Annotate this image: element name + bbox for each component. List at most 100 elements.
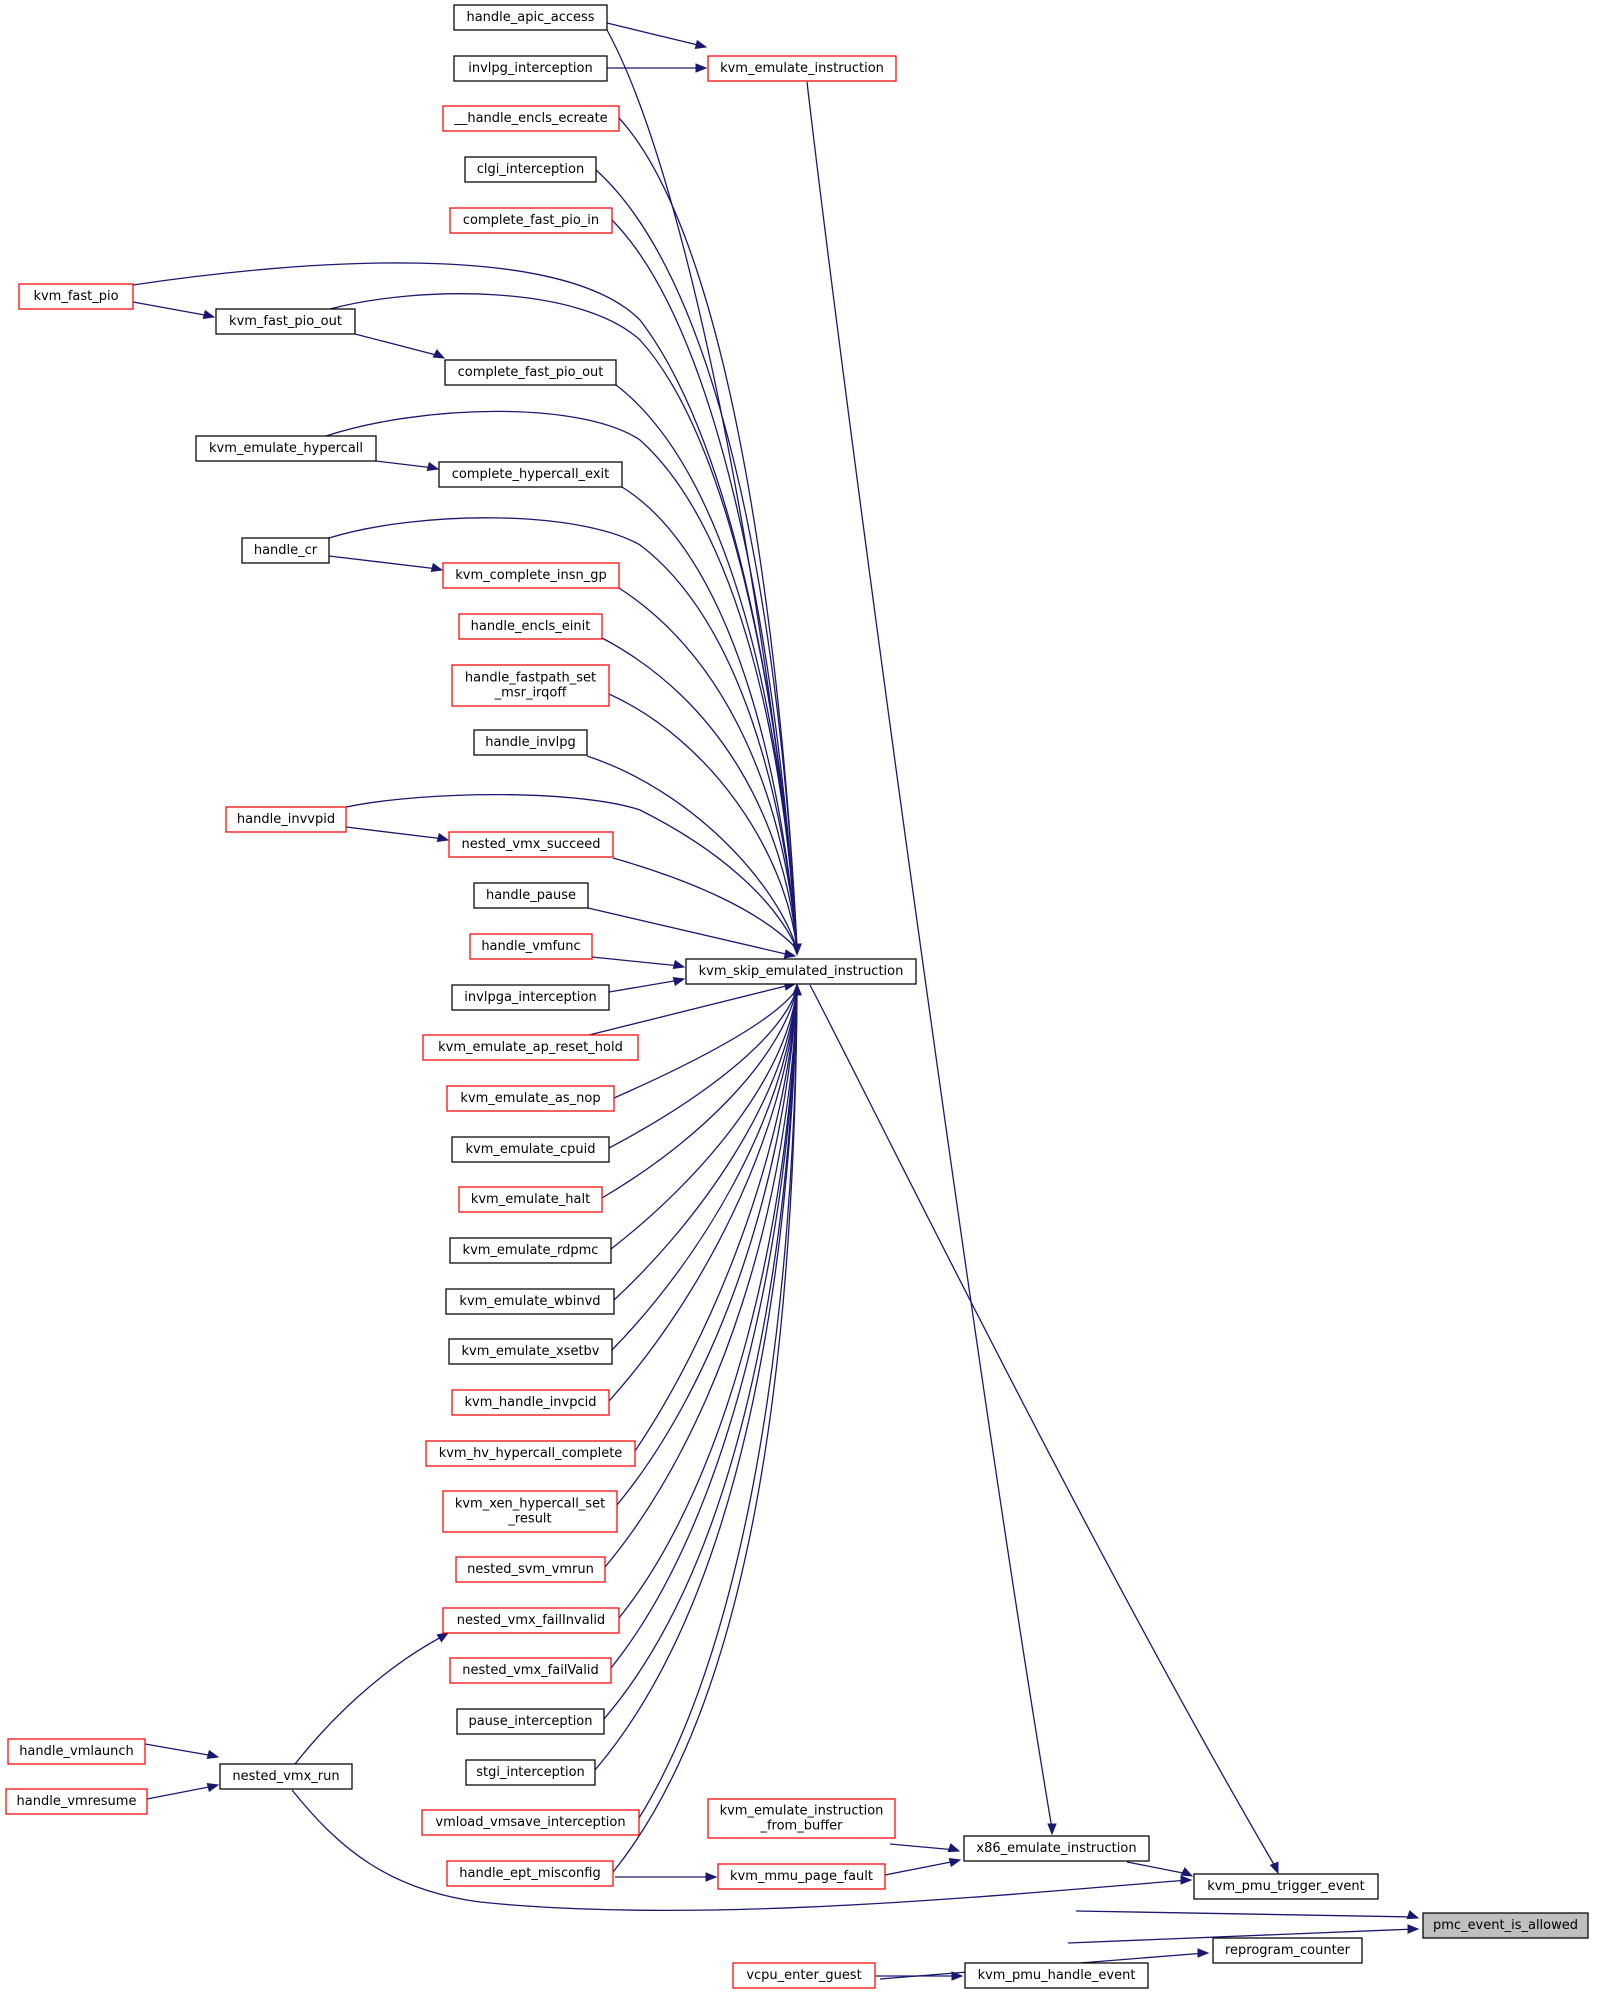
function-node-box [1212, 1937, 1363, 1964]
function-node-x86-emulate-instruction[interactable]: x86_emulate_instruction [963, 1835, 1150, 1862]
arrowhead-icon [1180, 1867, 1194, 1877]
call-edge-line [329, 293, 798, 950]
arrowhead-icon [1047, 1823, 1057, 1836]
function-node-label: nested_vmx_failInvalid [457, 1613, 605, 1628]
function-node-kvm-fast-pio-out[interactable]: kvm_fast_pio_out [215, 308, 356, 335]
function-node-box [464, 156, 597, 183]
function-node-kvm-emulate-ap-reset-hold[interactable]: kvm_emulate_ap_reset_hold [422, 1034, 639, 1061]
function-node-box [7, 1738, 146, 1765]
call-edge-line [608, 988, 798, 1402]
function-node-kvm-fast-pio[interactable]: kvm_fast_pio [18, 283, 134, 310]
function-node-kvm-complete-insn-gp[interactable]: kvm_complete_insn_gp [442, 562, 620, 589]
function-node-handle-vmfunc[interactable]: handle_vmfunc [469, 933, 593, 960]
function-node-kvm-emulate-halt[interactable]: kvm_emulate_halt [458, 1186, 603, 1213]
function-node-handle-invlpg[interactable]: handle_invlpg [473, 729, 588, 756]
call-edge-line [601, 988, 798, 1199]
call-edge [638, 983, 802, 1819]
function-node-kvm-handle-invpcid[interactable]: kvm_handle_invpcid [451, 1389, 610, 1416]
function-node-box [225, 806, 347, 833]
call-edge [345, 826, 450, 843]
function-node-box [446, 1085, 615, 1112]
function-node-complete-hypercall-exit[interactable]: complete_hypercall_exit [438, 461, 623, 488]
function-node-invlpg-interception[interactable]: invlpg_interception [453, 55, 608, 82]
arrowhead-icon [1269, 1861, 1279, 1875]
function-node-kvm-xen-hypercall-set-result[interactable]: kvm_xen_hypercall_set_result [442, 1490, 618, 1533]
function-node-label: kvm_mmu_page_fault [730, 1869, 873, 1884]
function-node-label: kvm_emulate_instruction [720, 1804, 884, 1819]
function-node-kvm-emulate-wbinvd[interactable]: kvm_emulate_wbinvd [445, 1288, 615, 1315]
function-node-label: kvm_xen_hypercall_set [455, 1497, 605, 1512]
function-node-invlpga-interception[interactable]: invlpga_interception [451, 984, 610, 1011]
function-node-handle-ept-misconfig[interactable]: handle_ept_misconfig [446, 1860, 614, 1887]
function-node-handle-vmresume[interactable]: handle_vmresume [5, 1788, 148, 1815]
function-node-kvm-emulate-rdpmc[interactable]: kvm_emulate_rdpmc [449, 1237, 612, 1264]
function-node-box [448, 831, 614, 858]
function-node-label: nested_vmx_run [232, 1769, 339, 1784]
arrowhead-icon [436, 1632, 450, 1643]
function-node-kvm-emulate-as-nop[interactable]: kvm_emulate_as_nop [446, 1085, 615, 1112]
call-edge [607, 63, 708, 73]
call-edge-line [586, 755, 798, 950]
call-edge [809, 984, 1279, 1875]
function-node-handle-encls-einit[interactable]: handle_encls_einit [458, 613, 603, 640]
function-node-handle-encls-ecreate[interactable]: __handle_encls_ecreate [442, 105, 620, 132]
function-node-complete-fast-pio-in[interactable]: complete_fast_pio_in [449, 207, 613, 234]
arrowhead-icon [948, 1857, 962, 1868]
function-node-label: handle_fastpath_set [465, 671, 596, 686]
function-node-nested-vmx-failValid[interactable]: nested_vmx_failValid [449, 1657, 612, 1684]
function-node-box [451, 984, 610, 1011]
function-node-box [442, 105, 620, 132]
function-node-complete-fast-pio-out[interactable]: complete_fast_pio_out [444, 359, 617, 386]
call-edge [618, 587, 802, 956]
function-node-kvm-hv-hypercall-complete[interactable]: kvm_hv_hypercall_complete [425, 1440, 636, 1467]
call-edge-line [328, 517, 798, 950]
function-node-box [963, 1835, 1150, 1862]
function-node-label: kvm_emulate_xsetbv [462, 1344, 600, 1359]
function-node-label: nested_svm_vmrun [467, 1562, 594, 1577]
function-node-nested-svm-vmrun[interactable]: nested_svm_vmrun [455, 1556, 606, 1583]
function-node-label: kvm_emulate_instruction [720, 61, 884, 76]
function-node-reprogram-counter[interactable]: reprogram_counter [1212, 1937, 1363, 1964]
call-edge-line [608, 693, 798, 950]
function-node-box [446, 1860, 614, 1887]
function-node-box [465, 1759, 596, 1786]
function-node-kvm-emulate-instruction-from-buffer[interactable]: kvm_emulate_instruction_from_buffer [707, 1798, 896, 1839]
function-node-kvm-emulate-cpuid[interactable]: kvm_emulate_cpuid [451, 1136, 610, 1163]
function-node-kvm-pmu-trigger-event[interactable]: kvm_pmu_trigger_event [1193, 1873, 1379, 1900]
function-node-vcpu-enter-guest[interactable]: vcpu_enter_guest [732, 1962, 876, 1989]
function-node-pause-interception[interactable]: pause_interception [456, 1708, 605, 1735]
function-node-label: invlpga_interception [464, 990, 596, 1005]
function-node-kvm-pmu-handle-event[interactable]: kvm_pmu_handle_event [964, 1962, 1149, 1989]
function-node-handle-vmlaunch[interactable]: handle_vmlaunch [7, 1738, 146, 1765]
function-node-box [453, 55, 608, 82]
call-edge-line [611, 988, 798, 1351]
call-edge-line [611, 219, 798, 950]
function-node-kvm-mmu-page-fault[interactable]: kvm_mmu_page_fault [717, 1863, 886, 1890]
function-node-clgi-interception[interactable]: clgi_interception [464, 156, 597, 183]
function-node-kvm-emulate-xsetbv[interactable]: kvm_emulate_xsetbv [448, 1338, 613, 1365]
function-node-box [219, 1763, 353, 1790]
function-node-label: pause_interception [468, 1714, 592, 1729]
function-node-stgi-interception[interactable]: stgi_interception [465, 1759, 596, 1786]
call-edge-line [132, 301, 211, 317]
call-edge-line [603, 988, 798, 1720]
call-edge-line [613, 988, 798, 1099]
function-node-vmload-vmsave-interception[interactable]: vmload_vmsave_interception [421, 1809, 640, 1836]
function-node-handle-apic-access[interactable]: handle_apic_access [453, 4, 608, 31]
function-node-label: handle_ept_misconfig [459, 1866, 600, 1881]
function-node-handle-cr[interactable]: handle_cr [241, 537, 330, 564]
function-node-kvm-emulate-instruction[interactable]: kvm_emulate_instruction [707, 55, 897, 82]
function-node-nested-vmx-run[interactable]: nested_vmx_run [219, 1763, 353, 1790]
call-edge-line [809, 984, 1277, 1869]
function-node-nested-vmx-succeed[interactable]: nested_vmx_succeed [448, 831, 614, 858]
function-node-handle-pause[interactable]: handle_pause [473, 882, 589, 909]
function-node-kvm-skip-emulated-instruction[interactable]: kvm_skip_emulated_instruction [685, 958, 917, 985]
function-node-pmc-event-is-allowed[interactable]: pmc_event_is_allowed [1422, 1912, 1589, 1939]
function-node-box [707, 1798, 896, 1839]
function-node-handle-invvpid[interactable]: handle_invvpid [225, 806, 347, 833]
function-node-handle-fastpath-set-msr-irqoff[interactable]: handle_fastpath_set_msr_irqoff [451, 664, 610, 707]
call-edge-line [345, 793, 798, 950]
function-node-nested-vmx-failInvalid[interactable]: nested_vmx_failInvalid [442, 1607, 620, 1634]
function-node-kvm-emulate-hypercall[interactable]: kvm_emulate_hypercall [195, 435, 377, 462]
